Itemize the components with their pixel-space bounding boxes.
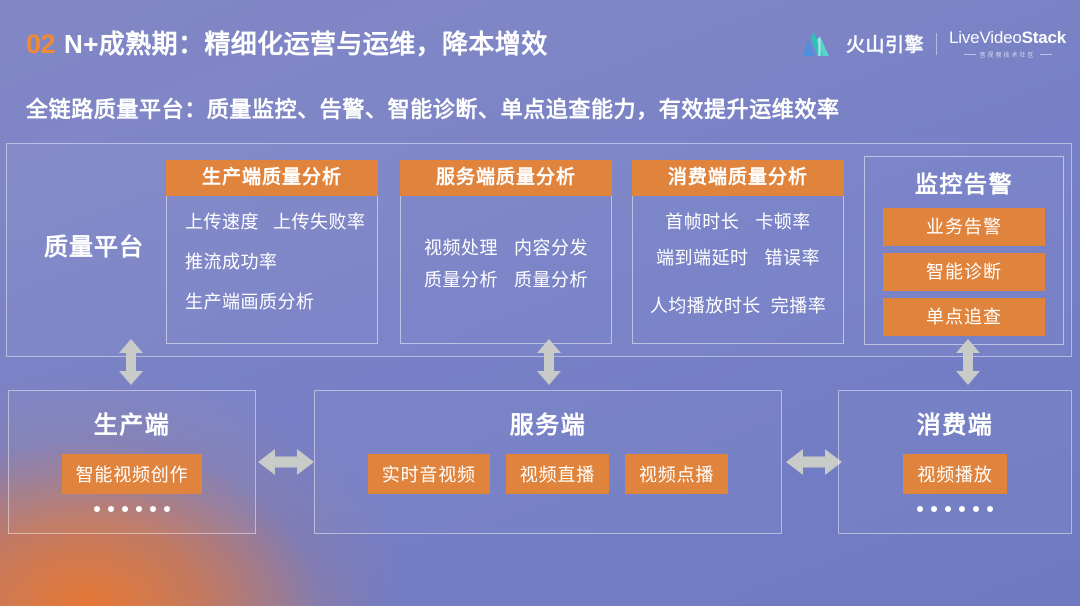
quality-platform-panel	[6, 143, 1072, 357]
monitoring-button-single-point-trace[interactable]: 单点追查	[883, 298, 1045, 336]
metric: 上传速度	[185, 212, 259, 232]
pipeline-service-tags: 实时音视频 视频直播 视频点播	[315, 454, 781, 494]
metric-row: 推流成功率	[177, 248, 367, 274]
metric: 卡顿率	[755, 212, 811, 232]
pipeline-production-box: 生产端 智能视频创作	[8, 390, 256, 534]
metric-row: 上传速度 上传失败率	[177, 208, 367, 234]
pipeline-service-title: 服务端	[509, 412, 587, 439]
brand-name-en: LiveVideoStack	[949, 28, 1066, 48]
dot	[917, 506, 923, 512]
metric: 视频处理	[424, 237, 498, 258]
tag-video-playback[interactable]: 视频播放	[903, 454, 1007, 494]
livevideostack-lockup: LiveVideoStack 音视频技术社区	[949, 28, 1066, 59]
card-body: 首帧时长 卡顿率 端到端延时 错误率 人均播放时长 完播率	[632, 196, 844, 344]
dot	[136, 506, 142, 512]
card-title: 服务端质量分析	[400, 160, 612, 196]
dot	[931, 506, 937, 512]
pipeline-service-box: 服务端 实时音视频 视频直播 视频点播	[314, 390, 782, 534]
metric: 质量分析	[514, 269, 588, 290]
card-title: 消费端质量分析	[632, 160, 844, 196]
metric: 错误率	[764, 248, 820, 268]
arrow-up-down-icon	[537, 339, 561, 385]
dot	[945, 506, 951, 512]
card-body: 上传速度 上传失败率 推流成功率 生产端画质分析	[166, 196, 378, 344]
card-service-quality: 服务端质量分析 视频处理 质量分析 内容分发 质量分析	[400, 160, 612, 344]
card-body: 视频处理 质量分析 内容分发 质量分析	[400, 196, 612, 344]
rule-left	[963, 54, 976, 55]
dot	[108, 506, 114, 512]
dot	[94, 506, 100, 512]
card-production-quality: 生产端质量分析 上传速度 上传失败率 推流成功率 生产端画质分析	[166, 160, 378, 344]
brand-en-prefix: Live	[949, 28, 980, 47]
brand-name-cn: 火山引擎	[846, 35, 925, 56]
tag-video-on-demand[interactable]: 视频点播	[625, 454, 729, 494]
monitoring-alert-box: 监控告警 业务告警 智能诊断 单点追查	[864, 156, 1064, 345]
card-consumption-quality: 消费端质量分析 首帧时长 卡顿率 端到端延时 错误率 人均播放时长 完播率	[632, 160, 844, 344]
monitoring-button-smart-diagnosis[interactable]: 智能诊断	[883, 253, 1045, 291]
metric-row: 首帧时长 卡顿率	[643, 208, 833, 234]
monitoring-button-business-alert[interactable]: 业务告警	[883, 208, 1045, 246]
brand-en-subtitle: 音视频技术社区	[979, 53, 1036, 59]
pipeline-consumption-title: 消费端	[916, 412, 994, 439]
metric-row: 视频处理 质量分析 内容分发 质量分析	[411, 234, 601, 292]
metric-row: 端到端延时 错误率	[643, 244, 833, 270]
card-title: 生产端质量分析	[166, 160, 378, 196]
page-header: 02 N+成熟期：精细化运营与运维，降本增效	[26, 24, 548, 61]
logo-divider	[936, 32, 938, 55]
pipeline-production-dots	[9, 506, 255, 512]
metric-column: 视频处理 质量分析	[424, 234, 498, 292]
metric: 端到端延时	[656, 248, 749, 268]
arrow-up-down-icon	[956, 339, 980, 385]
dot	[987, 506, 993, 512]
pipeline-consumption-box: 消费端 视频播放	[838, 390, 1072, 534]
metric: 首帧时长	[665, 212, 740, 232]
dot	[973, 506, 979, 512]
metric: 完播率	[770, 296, 827, 316]
metric: 上传失败率	[273, 212, 366, 232]
brand-logo: 火山引擎 LiveVideoStack 音视频技术社区	[803, 28, 1066, 59]
metric: 质量分析	[424, 269, 498, 290]
section-number: 02	[26, 29, 56, 59]
monitoring-title: 监控告警	[915, 171, 1013, 197]
page-title: N+成熟期：精细化运营与运维，降本增效	[64, 29, 548, 59]
metric: 人均播放时长	[649, 296, 761, 316]
metric-row: 人均播放时长 完播率	[643, 292, 833, 318]
metric-row: 生产端画质分析	[177, 288, 367, 314]
arrow-up-down-icon	[119, 339, 143, 385]
pipeline-production-tags: 智能视频创作	[9, 454, 255, 494]
brand-en-mid: Video	[979, 28, 1022, 47]
rule-right	[1039, 54, 1052, 55]
tag-live-streaming[interactable]: 视频直播	[505, 454, 609, 494]
tag-realtime-av[interactable]: 实时音视频	[367, 454, 490, 494]
pipeline-production-title: 生产端	[93, 412, 171, 439]
metric: 生产端画质分析	[185, 292, 315, 312]
brand-en-subtitle-row: 音视频技术社区	[963, 50, 1052, 59]
metric: 推流成功率	[185, 252, 278, 272]
dot	[122, 506, 128, 512]
arrow-left-right-icon	[258, 449, 314, 475]
arrow-left-right-icon	[786, 449, 842, 475]
brand-en-suffix: Stack	[1021, 28, 1067, 47]
metric-column: 内容分发 质量分析	[514, 234, 588, 292]
metric: 内容分发	[514, 237, 588, 258]
mountain-icon	[803, 31, 830, 56]
pipeline-consumption-tags: 视频播放	[839, 454, 1071, 494]
pipeline-consumption-dots	[839, 506, 1071, 512]
dot	[959, 506, 965, 512]
quality-platform-label: 质量平台	[44, 234, 144, 261]
page-subtitle: 全链路质量平台：质量监控、告警、智能诊断、单点追查能力，有效提升运维效率	[26, 97, 840, 122]
dot	[150, 506, 156, 512]
dot	[164, 506, 170, 512]
tag-smart-video-creation[interactable]: 智能视频创作	[61, 454, 203, 494]
